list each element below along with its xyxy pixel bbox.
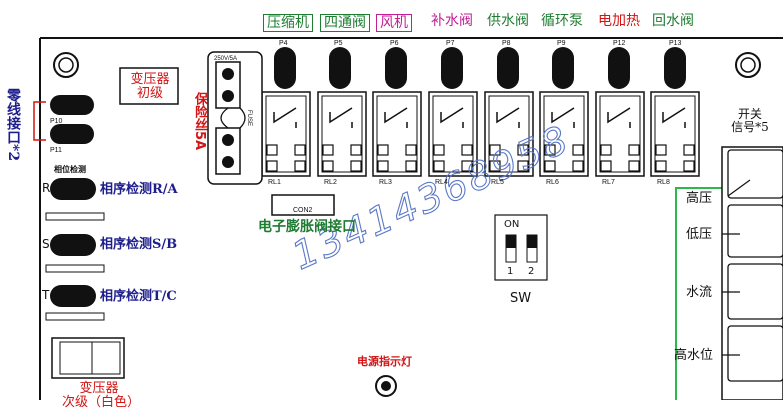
- phase-s-label: 相序检测S/B: [100, 237, 178, 252]
- top-label-4: 补水阀: [431, 13, 473, 29]
- relay-4: [428, 91, 478, 177]
- relay-label-8: RL8: [657, 179, 670, 186]
- zero-wire-label: 零线接口*2: [5, 88, 21, 162]
- dip-on-text: ON: [504, 219, 520, 230]
- top-label-1: 压缩机: [263, 14, 313, 32]
- power-led: [375, 375, 397, 397]
- signal-high-pressure: 高压: [686, 191, 713, 206]
- relay-3: [372, 91, 422, 177]
- fuse-rating: 250V/5A: [214, 56, 238, 62]
- relay-label-3: RL3: [379, 179, 392, 186]
- dip-switch: [494, 214, 548, 281]
- switch-signal-title: 开关 信号*5: [731, 107, 769, 134]
- switch-signal-terminals: [675, 146, 783, 400]
- relay-label-2: RL2: [324, 179, 337, 186]
- expansion-connector-code: CON2: [293, 207, 313, 214]
- relay-6: [539, 91, 589, 177]
- pin-p11: P11: [50, 147, 62, 154]
- pin-label-7: P12: [613, 40, 626, 47]
- relay-label-1: RL1: [268, 179, 281, 186]
- pcb-diagram: 13414368958: [33, 37, 783, 400]
- pin-label-1: P4: [279, 40, 288, 47]
- relay-2: [317, 91, 367, 177]
- pin-label-5: P8: [502, 40, 511, 47]
- phase-r-letter: R: [42, 181, 51, 195]
- mounting-hole-left: [53, 52, 79, 78]
- relay-7: [595, 91, 645, 177]
- dip-num-2: 2: [528, 266, 535, 277]
- zero-wire-connector: [33, 95, 94, 144]
- top-label-3: 风机: [376, 14, 412, 32]
- fuse-board-text: FUSE: [246, 110, 252, 127]
- pin-terminal-1: [274, 47, 296, 89]
- phase-r-label: 相序检测R/A: [100, 182, 178, 197]
- signal-high-water-level: 高水位: [674, 348, 714, 363]
- top-label-7: 电加热: [598, 13, 640, 29]
- phase-s-letter: S: [42, 237, 50, 251]
- phase-t-label: 相序检测T/C: [100, 289, 177, 304]
- pin-terminal-4: [441, 47, 463, 89]
- fuse-holder: [207, 51, 263, 185]
- pin-terminal-2: [329, 47, 351, 89]
- top-label-5: 供水阀: [487, 13, 529, 29]
- mounting-hole-right: [735, 52, 761, 78]
- transformer-primary-box: [119, 67, 179, 105]
- relay-label-4: RL4: [435, 179, 448, 186]
- pin-p10: P10: [50, 118, 63, 125]
- relay-label-7: RL7: [602, 179, 615, 186]
- top-label-6: 循环泵: [541, 13, 583, 29]
- signal-low-pressure: 低压: [686, 227, 713, 242]
- phase-t-letter: T: [42, 288, 50, 302]
- pin-label-2: P5: [334, 40, 343, 47]
- dip-switch-label: SW: [510, 291, 532, 306]
- transformer-secondary-label: 变压器 次级（白色）: [62, 381, 141, 410]
- relay-label-6: RL6: [546, 179, 559, 186]
- pin-terminal-5: [497, 47, 519, 89]
- relay-1: [261, 91, 311, 177]
- phase-detect-title: 相位检测: [54, 165, 86, 174]
- pin-terminal-6: [552, 47, 574, 89]
- relay-bank: [261, 91, 700, 177]
- relay-output-terminals: [274, 47, 686, 89]
- relay-5: [484, 91, 534, 177]
- relay-8: [650, 91, 700, 177]
- relay-label-5: RL5: [491, 179, 504, 186]
- expansion-valve-connector: [271, 194, 335, 216]
- fuse-label: 保险丝5A: [192, 92, 207, 151]
- pin-label-3: P6: [390, 40, 399, 47]
- pin-label-8: P13: [669, 40, 682, 47]
- transformer-primary-label: 变压器 初级: [130, 72, 170, 101]
- pin-terminal-7: [608, 47, 630, 89]
- expansion-valve-label: 电子膨胀阀接口: [258, 219, 356, 235]
- phase-detect-connectors: [45, 178, 105, 321]
- dip-num-1: 1: [507, 266, 514, 277]
- transformer-secondary-connector: [51, 337, 125, 379]
- pin-label-4: P7: [446, 40, 455, 47]
- power-led-label: 电源指示灯: [357, 355, 412, 368]
- pin-terminal-3: [385, 47, 407, 89]
- pin-terminal-8: [664, 47, 686, 89]
- top-label-8: 回水阀: [652, 13, 694, 29]
- pin-label-6: P9: [557, 40, 566, 47]
- signal-water-flow: 水流: [686, 285, 713, 300]
- top-label-2: 四通阀: [320, 14, 370, 32]
